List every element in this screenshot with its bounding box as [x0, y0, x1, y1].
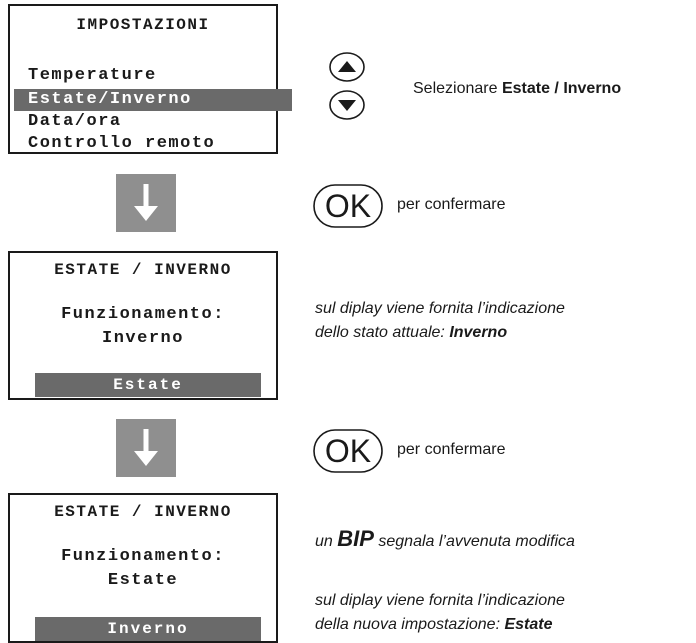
screen3-option[interactable]: Inverno: [35, 617, 261, 641]
screen3-value: Estate: [107, 571, 179, 590]
flow-arrow-1: [116, 174, 176, 232]
ok-key-icon[interactable]: OK: [313, 429, 383, 473]
ok-key-label: OK: [325, 433, 371, 469]
info-current-state: sul diplay viene fornita l’indicazione d…: [315, 297, 565, 345]
screen3-title: ESTATE / INVERNO: [54, 503, 232, 521]
instruction-select: Selezionare Estate / Inverno: [413, 77, 621, 101]
menu-item-estate-inverno[interactable]: Estate/Inverno: [28, 90, 192, 109]
menu-title: IMPOSTAZIONI: [76, 16, 210, 34]
info-new-line1: sul diplay viene fornita l’indicazione: [315, 592, 565, 609]
info-current-line1: sul diplay viene fornita l’indicazione: [315, 300, 565, 317]
info-new-line2-text: della nuova impostazione:: [315, 616, 505, 633]
info-bip-post: segnala l’avvenuta modifica: [373, 533, 575, 550]
info-new-setting: sul diplay viene fornita l’indicazione d…: [315, 589, 565, 637]
instruction-select-bold: Estate / Inverno: [501, 80, 622, 97]
instruction-select-text: Selezionare: [413, 80, 502, 97]
menu-item-temperature[interactable]: Temperature: [28, 66, 157, 85]
flow-arrow-2: [116, 419, 176, 477]
menu-item-data-ora[interactable]: Data/ora: [28, 112, 122, 131]
instruction-confirm-2: per confermare: [397, 441, 506, 458]
info-bip: un BIP segnala l’avvenuta modifica: [315, 527, 575, 554]
screen2-label: Funzionamento:: [61, 305, 225, 324]
info-new-line2: della nuova impostazione: Estate: [315, 613, 565, 637]
lcd-settings-menu: IMPOSTAZIONI Temperature Estate/Inverno …: [8, 4, 292, 154]
instruction-confirm-1: per confermare: [397, 196, 506, 213]
info-new-value: Estate: [504, 616, 553, 633]
down-arrow-icon: [134, 184, 158, 221]
up-arrow-key-icon[interactable]: [329, 51, 365, 83]
info-current-value: Inverno: [449, 324, 508, 341]
info-current-line2: dello stato attuale: Inverno: [315, 321, 565, 345]
ok-key-icon[interactable]: OK: [313, 184, 383, 228]
screen3-label: Funzionamento:: [61, 547, 225, 566]
menu-item-controllo-remoto[interactable]: Controllo remoto: [28, 134, 216, 153]
info-bip-bold: BIP: [337, 526, 374, 551]
lcd-estate-inverno-new: ESTATE / INVERNO Funzionamento: Estate I…: [8, 493, 278, 643]
ok-key-label: OK: [325, 188, 371, 224]
menu-item-highlight: [14, 89, 292, 111]
down-arrow-key-icon[interactable]: [329, 89, 365, 121]
lcd-estate-inverno-current: ESTATE / INVERNO Funzionamento: Inverno …: [8, 251, 278, 400]
info-current-line2-text: dello stato attuale:: [315, 324, 450, 341]
info-bip-pre: un: [315, 533, 338, 550]
down-arrow-icon: [134, 429, 158, 466]
screen2-value: Inverno: [102, 329, 184, 348]
screen2-option[interactable]: Estate: [35, 373, 261, 397]
screen2-title: ESTATE / INVERNO: [54, 261, 232, 279]
